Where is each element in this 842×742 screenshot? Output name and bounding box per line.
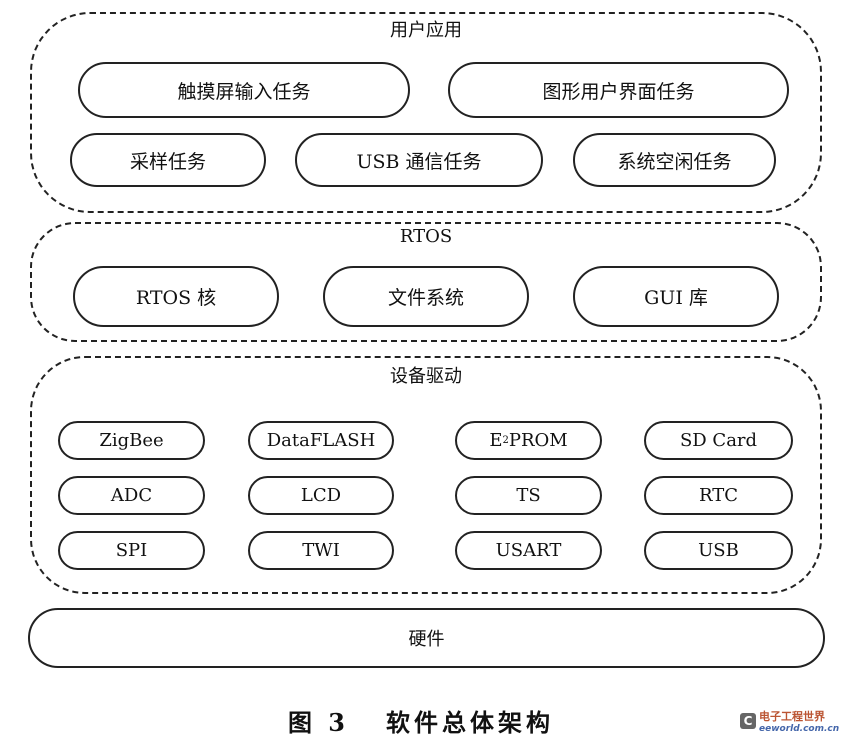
driver-usb: USB	[644, 531, 793, 570]
watermark-name: 电子工程世界	[759, 710, 825, 723]
e2-suffix: PROM	[508, 430, 568, 451]
figure-caption: 图 3 软件总体架构	[287, 708, 555, 737]
rtos-title: RTOS	[399, 226, 453, 247]
user-app-title: 用户应用	[390, 20, 462, 41]
task-sampling: 采样任务	[70, 133, 266, 187]
driver-adc: ADC	[58, 476, 205, 515]
driver-zigbee: ZigBee	[58, 421, 205, 460]
gui-library: GUI 库	[573, 266, 779, 327]
driver-twi: TWI	[248, 531, 394, 570]
rtos-layer: RTOS	[30, 222, 822, 342]
driver-lcd: LCD	[248, 476, 394, 515]
driver-spi: SPI	[58, 531, 205, 570]
rtos-kernel: RTOS 核	[73, 266, 279, 327]
user-app-layer: 用户应用	[30, 12, 822, 213]
drivers-title: 设备驱动	[390, 366, 462, 387]
driver-usart: USART	[455, 531, 602, 570]
eeworld-logo-icon: C	[740, 713, 756, 729]
task-usb-comm: USB 通信任务	[295, 133, 543, 187]
drivers-layer: 设备驱动	[30, 356, 822, 594]
driver-sdcard: SD Card	[644, 421, 793, 460]
file-system: 文件系统	[323, 266, 529, 327]
watermark: C 电子工程世界 eeworld.com.cn	[740, 708, 839, 734]
driver-ts: TS	[455, 476, 602, 515]
e2-sup: 2	[502, 435, 509, 446]
task-idle: 系统空闲任务	[573, 133, 776, 187]
task-touch-input: 触摸屏输入任务	[78, 62, 410, 118]
task-gui: 图形用户界面任务	[448, 62, 789, 118]
e2-prefix: E	[489, 430, 503, 451]
hardware-layer: 硬件	[28, 608, 825, 668]
driver-dataflash: DataFLASH	[248, 421, 394, 460]
driver-rtc: RTC	[644, 476, 793, 515]
watermark-url: eeworld.com.cn	[759, 724, 840, 734]
